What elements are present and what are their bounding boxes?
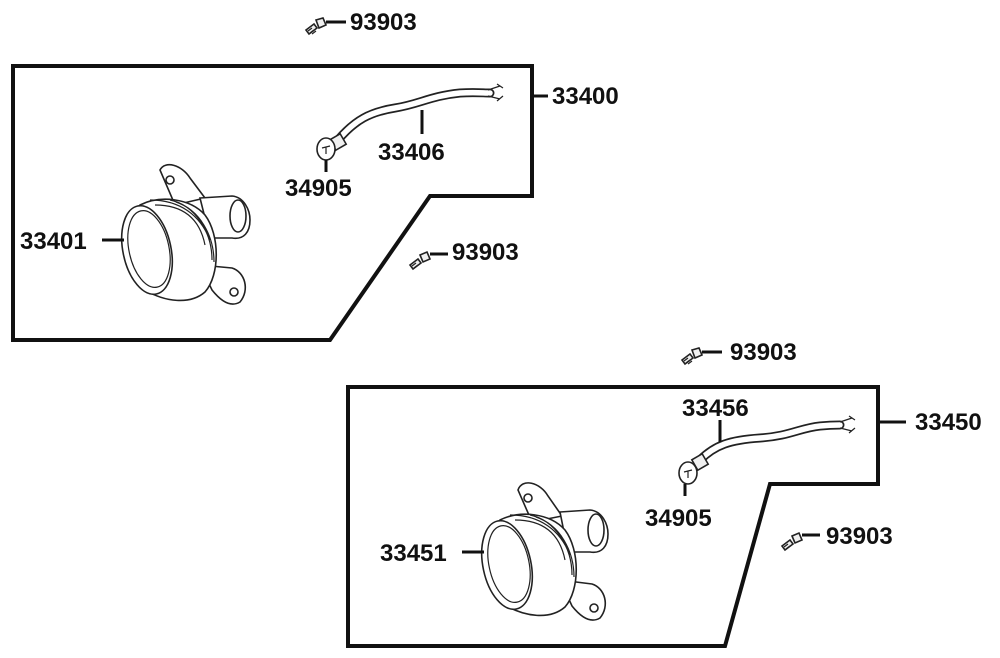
top-harness-label: 33406 [378,139,445,166]
bottom-outer-screw-label: 93903 [730,339,797,366]
top-assembly: 93903 33400 33406 34905 93903 [11,9,619,342]
top-assembly-frame [11,64,534,342]
bottom-inner-screw-icon [780,531,820,552]
bottom-assembly: 93903 33450 33456 34905 93903 [346,339,982,648]
top-inner-screw-label: 93903 [452,239,519,266]
bottom-housing-label: 33451 [380,540,447,567]
bottom-bulb-label: 34905 [645,505,712,532]
bottom-inner-screw-label: 93903 [826,523,893,550]
bottom-harness-label: 33456 [682,395,749,422]
bottom-housing-icon [480,482,609,621]
top-bulb-icon [316,132,348,161]
top-outer-screw-label: 93903 [350,9,417,36]
top-inner-screw-icon [408,250,448,271]
top-bulb-label: 34905 [285,175,352,202]
top-assembly-label: 33400 [552,83,619,110]
bottom-harness-icon [695,415,856,465]
top-harness-icon [333,83,504,145]
bottom-bulb-icon [678,452,710,485]
bottom-outer-screw-icon [680,347,722,366]
bottom-assembly-frame [346,385,880,648]
top-outer-screw-icon [304,17,346,36]
top-housing-icon [120,163,251,305]
bottom-assembly-label: 33450 [915,409,982,436]
top-housing-label: 33401 [20,228,87,255]
